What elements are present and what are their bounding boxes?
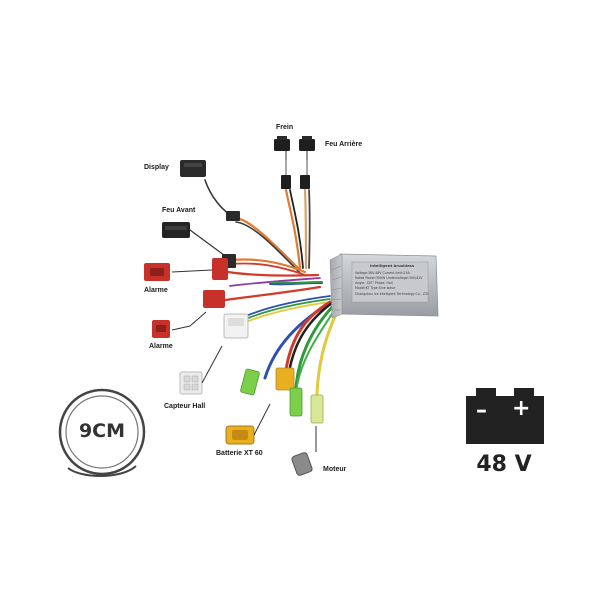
- controller-spec-line: Voltage:36V-48V Current limit:25A: [355, 271, 411, 275]
- wire-phase-green: [294, 302, 337, 390]
- battery-minus-sign: –: [476, 398, 487, 423]
- wire-display-2: [235, 221, 301, 274]
- controller-spec-line: Changzhou Ice Intelligent Technology Co.…: [355, 292, 429, 296]
- brake-connector: [274, 136, 291, 189]
- motor-connector: [291, 426, 317, 476]
- alarm-connector-2: [152, 290, 225, 338]
- label-feu-arriere: Feu Arrière: [325, 141, 363, 148]
- wire-feu-arriere-2: [308, 189, 311, 269]
- wire-battery-black: [287, 301, 334, 374]
- battery-voltage: 48 V: [476, 452, 532, 477]
- wire-purple: [229, 277, 321, 287]
- hall-sensor-connector: [179, 313, 249, 395]
- wire-hall-3: [245, 301, 331, 323]
- label-alarme-2: Alarme: [149, 343, 173, 350]
- wire-battery-red: [284, 300, 332, 372]
- alarm-connector-1: [144, 258, 228, 281]
- battery-xt60-connector: [225, 403, 271, 445]
- label-feu-avant: Feu Avant: [162, 207, 196, 214]
- phase-connectors: [240, 367, 324, 424]
- wire-feu-arriere: [303, 188, 308, 270]
- wire-bundle: [204, 179, 342, 397]
- label-batterie: Batterie XT 60: [216, 450, 263, 457]
- size-badge-text: 9CM: [78, 420, 126, 442]
- wire-hall-2: [245, 298, 331, 320]
- wire-display: [234, 216, 302, 272]
- label-display: Display: [144, 164, 169, 171]
- controller-title: Intelligent brushless: [370, 263, 415, 268]
- label-capteur-hall: Capteur Hall: [164, 403, 206, 410]
- wire-hall-1: [245, 295, 331, 317]
- controller-box: Intelligent brushless Voltage:36V-48V Cu…: [329, 253, 439, 319]
- label-moteur: Moteur: [323, 466, 347, 473]
- battery-plus-sign: +: [512, 396, 531, 421]
- controller-spec-line: Rated Power:350W Undervoltage:30V/42V: [355, 276, 423, 280]
- display-connector: [180, 160, 240, 221]
- label-frein: Frein: [276, 124, 294, 131]
- controller-spec-line: Model:KT Type:Sine wave: [355, 286, 395, 290]
- wire-frein: [284, 188, 302, 270]
- rear-light-connector: [299, 136, 315, 189]
- label-alarme-1: Alarme: [144, 287, 168, 294]
- wire-green-a: [271, 281, 323, 284]
- controller-spec-line: Angle: 120° Phase: Hall: [355, 281, 393, 285]
- battery-icon: [466, 388, 544, 444]
- wire-feu-avant: [230, 258, 307, 274]
- wire-feu-avant-2: [231, 262, 306, 276]
- leader-lines: [285, 151, 308, 160]
- wire-frein-2: [289, 189, 304, 269]
- wire-alarme-2: [223, 285, 322, 302]
- size-badge: [58, 388, 146, 477]
- front-light-connector: [162, 222, 236, 268]
- wire-alarme-red: [226, 270, 320, 277]
